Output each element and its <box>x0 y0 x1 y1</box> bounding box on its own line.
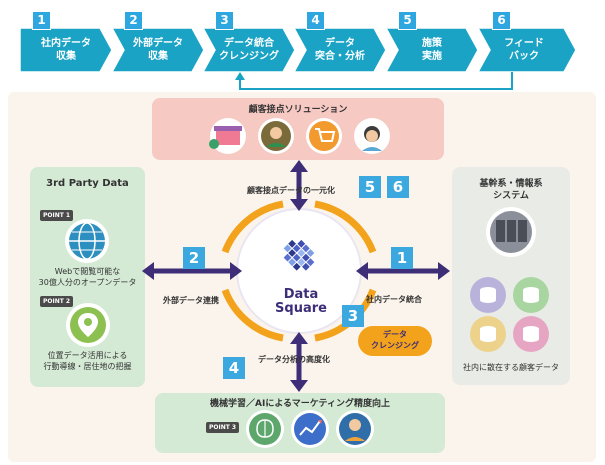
process-flow <box>19 27 577 90</box>
step-5-label: 施策 実施 <box>422 38 442 62</box>
step-2-number: 2 <box>124 11 143 30</box>
point-1-tag: POINT 1 <box>40 210 74 221</box>
arrow-left-head-out <box>142 262 154 280</box>
third-party-data-panel <box>30 167 145 387</box>
arrow-top-head-up <box>290 160 308 172</box>
feedback-arrowhead <box>235 72 245 80</box>
step-5-number: 5 <box>398 11 417 30</box>
cube-cell <box>292 253 301 262</box>
process-step-3-arrow <box>201 27 296 73</box>
left-arrow-label: 外部データ連携 <box>163 296 219 305</box>
badge-step-1: 1 <box>391 247 413 269</box>
ring-arc-bottom-left <box>221 288 284 342</box>
cube-cell <box>306 258 315 267</box>
step-4-label: データ 突合・分析 <box>315 38 365 62</box>
badge-step-4: 4 <box>223 357 245 379</box>
shop-icon <box>209 118 246 154</box>
ring-arc-top-left <box>221 200 284 254</box>
cart-icon <box>306 118 342 154</box>
ml-icons <box>246 410 374 448</box>
logo-line-1: Data <box>283 287 319 302</box>
database-icon-yellow <box>470 316 506 352</box>
process-step-1-arrow <box>19 27 113 73</box>
point-3-tag: POINT 3 <box>206 422 240 433</box>
core-systems-icons <box>470 207 549 352</box>
core-systems-title: 基幹系・情報系 システム <box>479 179 543 201</box>
cleansing-label: データ クレンジング <box>371 330 419 350</box>
process-step-5-arrow <box>384 27 479 73</box>
arrow-bottom-head-up <box>290 332 308 344</box>
operator-headset-icon <box>354 118 390 154</box>
analyst-icon <box>336 410 374 448</box>
core-systems-caption: 社内に散在する顧客データ <box>463 363 559 372</box>
point-2-tag: POINT 2 <box>40 296 74 307</box>
point-2-text: 位置データ活用による 行動導線・居住地の把握 <box>43 351 132 371</box>
top-arrow-label: 顧客接点データの一元化 <box>247 186 335 195</box>
badge-step-5: 5 <box>359 176 381 198</box>
process-step-4-arrow <box>292 27 387 73</box>
brain-icon <box>246 410 284 448</box>
cube-cell <box>297 239 306 248</box>
step-2-label: 外部データ 収集 <box>133 38 183 62</box>
customer-touchpoint-panel <box>152 98 444 160</box>
database-icon-green <box>513 277 549 313</box>
right-arrow-label: 社内データ統合 <box>366 295 422 304</box>
bottom-arrow-label: データ分析の高度化 <box>258 355 330 364</box>
cube-cell <box>297 258 306 267</box>
third-party-data-title: 3rd Party Data <box>46 178 129 189</box>
badge-step-2: 2 <box>183 247 205 269</box>
point-1-text: Webで閲覧可能な 30億人分のオープンデータ <box>38 267 137 287</box>
badge-step-3: 3 <box>342 305 364 327</box>
data-square-logo: Data Square <box>262 288 340 316</box>
customer-touchpoint-title: 顧客接点ソリューション <box>248 105 348 115</box>
database-icon-purple <box>470 277 506 313</box>
machine-learning-title: 機械学習／AIによるマーケティング精度向上 <box>210 399 390 409</box>
touchpoint-icons <box>209 118 390 154</box>
step-4-number: 4 <box>306 11 325 30</box>
cube-cell <box>288 258 296 267</box>
step-6-label: フィード バック <box>504 38 544 62</box>
step-3-label: データ統合 クレンジング <box>219 38 279 62</box>
step-1-label: 社内データ 収集 <box>41 38 91 62</box>
location-pin-icon <box>66 303 110 347</box>
server-rack-icon <box>486 207 536 257</box>
database-icon-pink <box>513 316 549 352</box>
center-hub <box>142 160 450 392</box>
arrow-right-head-out <box>438 262 450 280</box>
ring-arc-top-right <box>314 200 377 254</box>
arrow-right-head-in <box>356 262 368 280</box>
cube-cell <box>302 253 310 262</box>
arrow-top-head-down <box>290 199 308 211</box>
step-3-number: 3 <box>215 11 234 30</box>
arrow-left-head-in <box>230 262 242 280</box>
cleansing-pill <box>358 326 432 356</box>
process-step-2-arrow <box>110 27 205 73</box>
cube-cell <box>283 253 292 262</box>
core-systems-panel <box>452 167 570 385</box>
step-1-number: 1 <box>32 11 51 30</box>
process-step-6-arrow <box>476 27 577 73</box>
person-icon <box>258 118 294 154</box>
arrow-bottom-head-down <box>290 380 308 392</box>
feedback-loop-arrow <box>239 72 513 90</box>
badge-step-6: 6 <box>387 176 409 198</box>
logo-line-2: Square <box>275 301 327 316</box>
globe-icon <box>65 219 109 263</box>
step-6-number: 6 <box>492 11 511 30</box>
chart-icon <box>291 410 329 448</box>
